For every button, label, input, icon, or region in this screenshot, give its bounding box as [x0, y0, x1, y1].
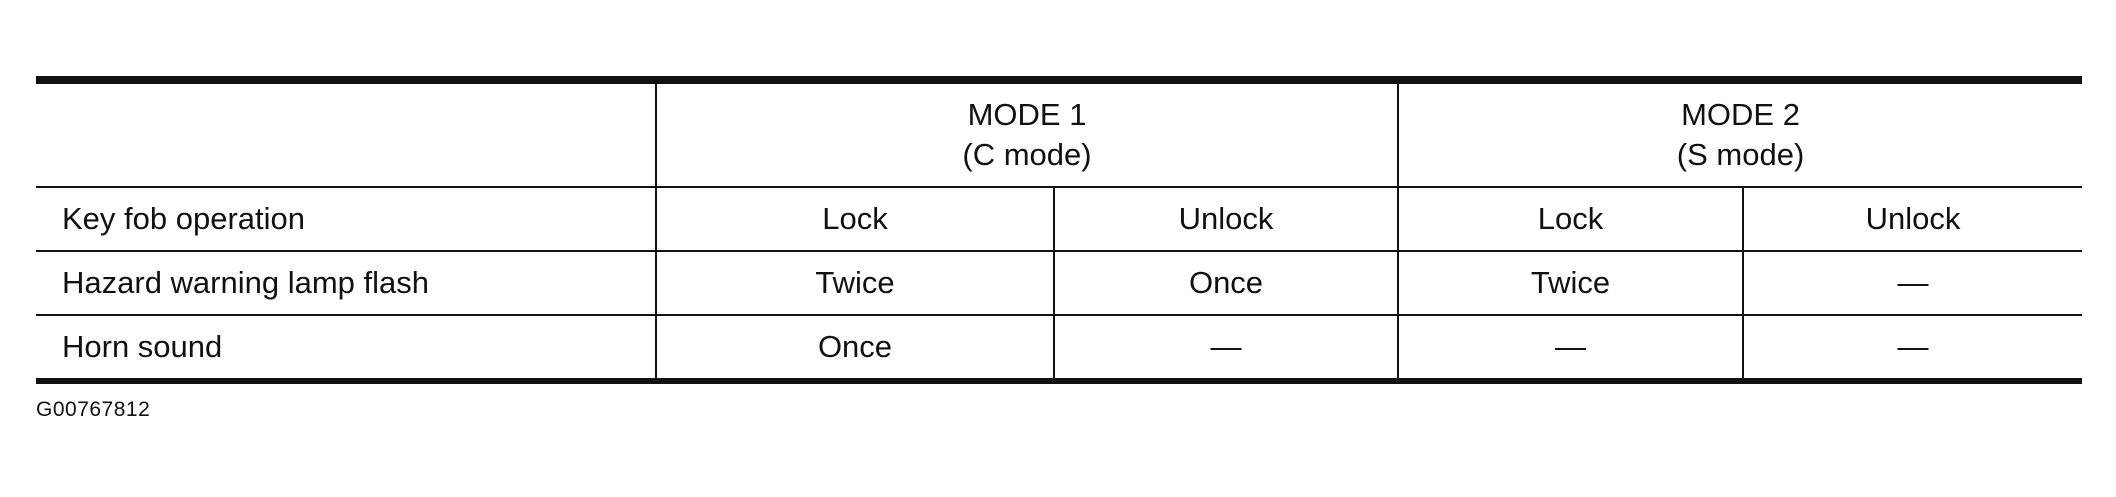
row-label: Hazard warning lamp flash: [36, 250, 656, 315]
cell-mode1-unlock: Unlock: [1052, 186, 1399, 251]
header-row: MODE 1 (C mode) MODE 2 (S mode): [36, 80, 2083, 187]
mode-1-subtitle: (C mode): [962, 137, 1092, 172]
cell-mode1-unlock: —: [1052, 314, 1399, 381]
figure-id: G00767812: [36, 398, 151, 421]
cell-mode1-lock: Once: [655, 314, 1054, 381]
table-row: Hazard warning lamp flash Twice Once Twi…: [36, 250, 2083, 315]
table-row: Key fob operation Lock Unlock Lock Unloc…: [36, 186, 2083, 251]
row-label: Horn sound: [36, 314, 656, 381]
table-row: Horn sound Once — — —: [36, 314, 2083, 381]
cell-mode2-unlock: —: [1742, 314, 2083, 381]
key-fob-mode-table: MODE 1 (C mode) MODE 2 (S mode) Key fob …: [36, 76, 2083, 384]
cell-mode1-lock: Twice: [655, 250, 1054, 315]
cell-mode2-lock: Twice: [1397, 250, 1744, 315]
row-label: Key fob operation: [36, 186, 656, 251]
cell-mode2-unlock: Unlock: [1742, 186, 2083, 251]
cell-mode2-lock: —: [1397, 314, 1744, 381]
mode-2-title: MODE 2: [1681, 97, 1800, 132]
cell-mode1-unlock: Once: [1052, 250, 1399, 315]
cell-mode2-unlock: —: [1742, 250, 2083, 315]
header-mode-1: MODE 1 (C mode): [654, 80, 1399, 187]
mode-2-subtitle: (S mode): [1676, 137, 1805, 172]
header-mode-2: MODE 2 (S mode): [1397, 80, 2083, 187]
header-empty-cell: [36, 80, 656, 187]
cell-mode1-lock: Lock: [655, 186, 1054, 251]
mode-1-title: MODE 1: [967, 97, 1087, 132]
cell-mode2-lock: Lock: [1397, 186, 1744, 251]
